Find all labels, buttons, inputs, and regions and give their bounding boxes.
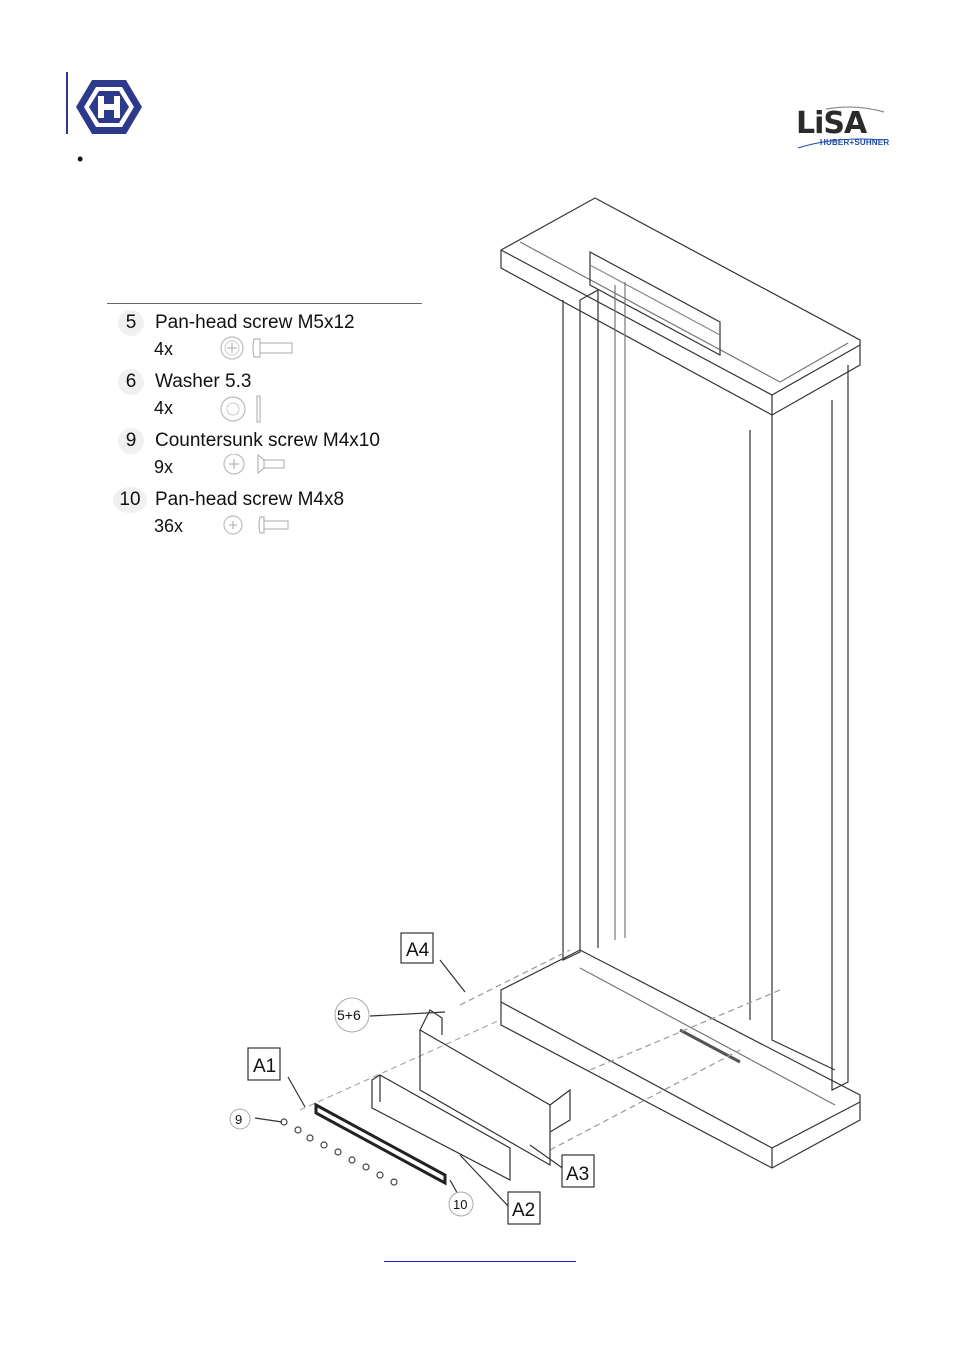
callout-a2: A2 bbox=[512, 1200, 535, 1221]
callout-10: 10 bbox=[453, 1197, 467, 1212]
lisa-logo-subtext: HUBER+SUHNER bbox=[820, 138, 890, 147]
parts-list-rule bbox=[107, 303, 422, 304]
callout-a1: A1 bbox=[253, 1056, 276, 1077]
part-item-6: 6 Washer 5.3 4x bbox=[110, 369, 430, 425]
rack-assembly-diagram: A4 A1 A3 A2 5+6 9 10 bbox=[229, 197, 861, 1225]
rack-bottom-frame bbox=[500, 949, 861, 1169]
callout-a3: A3 bbox=[566, 1164, 589, 1185]
cover-a2 bbox=[371, 1074, 511, 1181]
lisa-swoosh-icon bbox=[797, 106, 885, 149]
part-item-10: 10 Pan-head screw M4x8 36x bbox=[110, 487, 430, 543]
washer-icon bbox=[220, 395, 261, 423]
callout-5-6: 5+6 bbox=[337, 1007, 361, 1023]
strip-a1 bbox=[314, 1102, 447, 1186]
part-item-5: 5 Pan-head screw M5x12 4x bbox=[110, 310, 430, 366]
part-name: Countersunk screw M4x10 bbox=[155, 430, 380, 451]
part-quantity: 36x bbox=[154, 516, 184, 536]
small-pan-head-screw-icon bbox=[223, 515, 289, 535]
callout-9: 9 bbox=[235, 1112, 242, 1127]
part-quantity: 9x bbox=[154, 457, 174, 477]
part-name: Pan-head screw M4x8 bbox=[155, 489, 345, 510]
part-number: 10 bbox=[113, 487, 147, 513]
pan-head-screw-icon bbox=[220, 336, 293, 360]
huber-suhner-logo-icon bbox=[76, 80, 142, 134]
part-number: 6 bbox=[118, 369, 144, 395]
callout-a4: A4 bbox=[406, 940, 430, 961]
header-divider bbox=[66, 72, 68, 134]
part-name: Washer 5.3 bbox=[155, 371, 252, 392]
part-number: 5 bbox=[118, 310, 144, 336]
part-quantity: 4x bbox=[154, 398, 174, 418]
rack-top-frame bbox=[500, 197, 861, 416]
rack-left-upright bbox=[562, 300, 581, 961]
part-quantity: 4x bbox=[154, 339, 174, 359]
lisa-logo-text: LiSA bbox=[796, 106, 867, 141]
part-number: 9 bbox=[118, 428, 144, 454]
lisa-logo: LiSA HUBER+SUHNER bbox=[796, 106, 890, 150]
part-item-9: 9 Countersunk screw M4x10 9x bbox=[110, 428, 430, 484]
part-name: Pan-head screw M5x12 bbox=[155, 312, 355, 333]
hyperlink-underline[interactable] bbox=[384, 1261, 576, 1262]
countersunk-screw-icon bbox=[223, 454, 285, 475]
panel-a3 bbox=[419, 1028, 551, 1167]
list-bullet: • bbox=[77, 149, 84, 169]
